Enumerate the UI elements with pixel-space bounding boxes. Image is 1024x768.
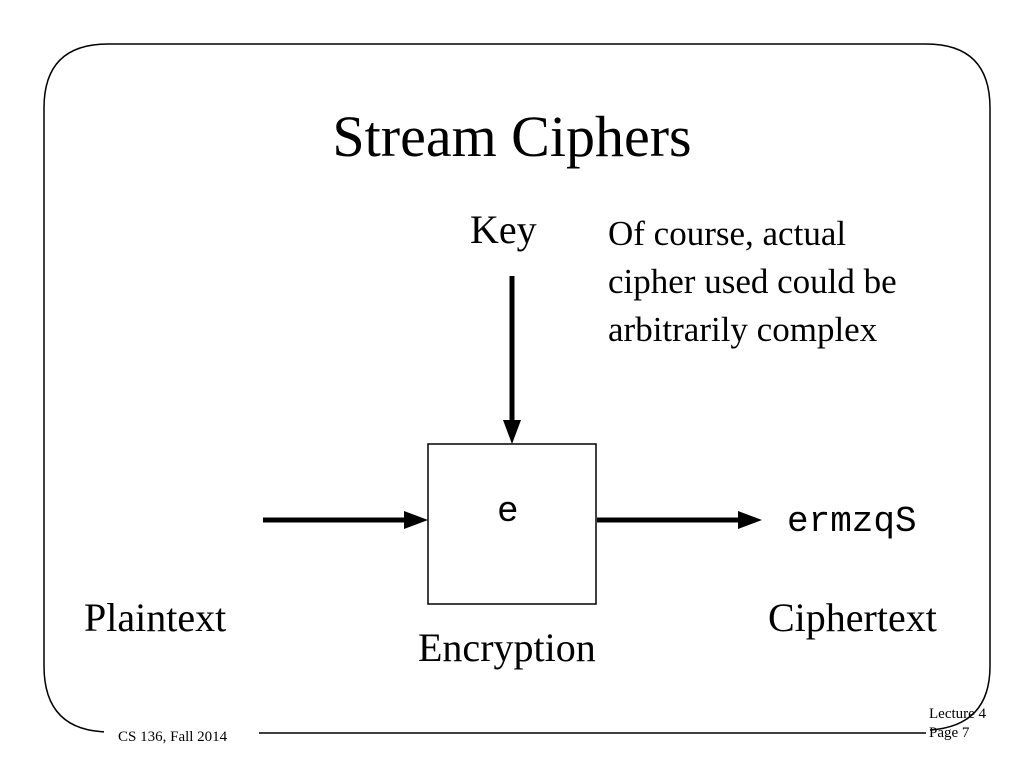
encryption-box bbox=[427, 443, 597, 605]
ciphertext-label: Ciphertext bbox=[768, 595, 937, 640]
slide-border bbox=[43, 43, 991, 733]
input-arrowhead bbox=[404, 511, 428, 529]
output-arrowhead bbox=[738, 511, 762, 529]
ciphertext-output: ermzqS bbox=[787, 501, 917, 542]
footer-lecture-page: Lecture 4 Page 7 bbox=[929, 705, 1019, 743]
slide-title: Stream Ciphers bbox=[332, 104, 692, 169]
footer-page: Page 7 bbox=[929, 725, 970, 741]
encryption-label: Encryption bbox=[418, 625, 596, 670]
cipher-note: Of course, actual cipher used could be a… bbox=[608, 214, 897, 349]
key-label: Key bbox=[470, 207, 537, 252]
footer-lecture: Lecture 4 bbox=[929, 706, 987, 722]
footer-left-gap bbox=[104, 724, 259, 740]
key-arrowhead bbox=[503, 420, 521, 444]
footer-course: CS 136, Fall 2014 bbox=[118, 729, 228, 745]
plaintext-label: Plaintext bbox=[84, 595, 227, 640]
encryption-symbol: e bbox=[497, 491, 519, 532]
